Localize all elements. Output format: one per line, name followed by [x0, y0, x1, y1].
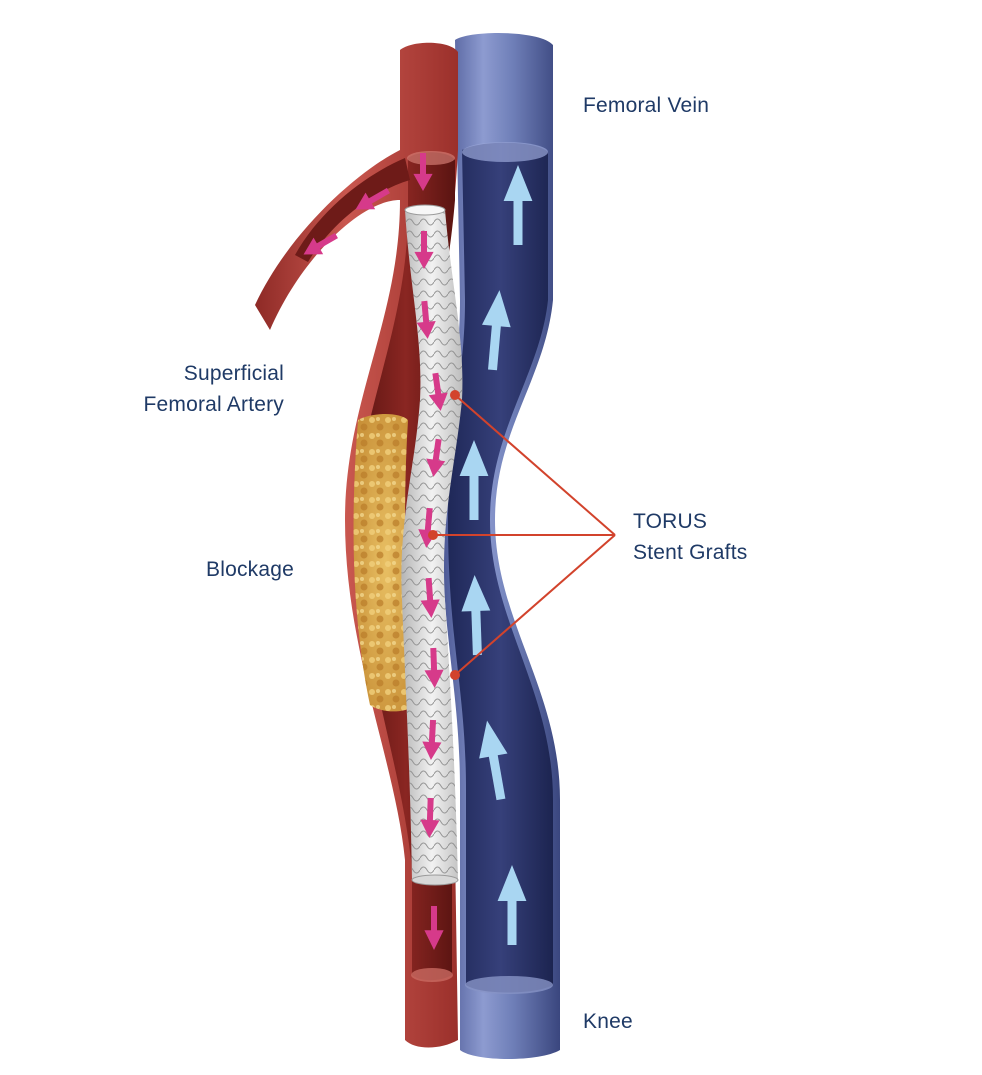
arterial-flow-arrow	[426, 438, 446, 477]
venous-flow-arrow	[459, 440, 489, 520]
venous-flow-arrow	[503, 165, 533, 245]
stent-label-line2: Stent Grafts	[633, 541, 748, 564]
knee-label: Knee	[583, 1006, 633, 1037]
superficial-femoral-artery-label: Superficial Femoral Artery	[106, 358, 284, 420]
venous-flow-arrow	[482, 290, 511, 371]
arterial-flow-arrow	[303, 232, 338, 255]
arterial-flow-arrows	[303, 153, 448, 950]
arterial-flow-arrow	[420, 577, 440, 618]
femoral-vein-text: Femoral Vein	[583, 94, 710, 117]
arterial-flow-arrow	[414, 231, 434, 269]
femoral-vein-label: Femoral Vein	[583, 90, 709, 121]
arterial-flow-arrow	[424, 647, 444, 688]
blockage-label: Blockage	[206, 554, 294, 585]
venous-flow-arrows	[459, 165, 533, 945]
blockage-plaque	[353, 414, 418, 712]
arterial-flow-arrow	[420, 797, 440, 838]
stent-label-line1: TORUS	[633, 510, 708, 533]
venous-flow-arrow	[497, 865, 527, 945]
torus-stent-graft	[401, 204, 463, 886]
arterial-flow-arrow	[422, 719, 442, 760]
venous-flow-arrow	[479, 720, 508, 801]
femoral-vein	[442, 33, 560, 1059]
torus-stent-grafts-label: TORUS Stent Grafts	[633, 506, 747, 568]
stent-callout-lines	[428, 390, 616, 680]
arterial-flow-arrow	[413, 153, 433, 191]
blockage-text: Blockage	[206, 558, 294, 581]
arterial-flow-arrow	[424, 906, 444, 950]
arterial-flow-arrow	[355, 187, 390, 210]
arterial-flow-arrow	[416, 300, 436, 339]
artery-label-line1: Superficial	[183, 362, 284, 385]
knee-text: Knee	[583, 1010, 633, 1033]
arterial-flow-arrow	[428, 372, 448, 411]
artery-label-line2: Femoral Artery	[143, 393, 284, 416]
venous-flow-arrow	[461, 575, 491, 656]
